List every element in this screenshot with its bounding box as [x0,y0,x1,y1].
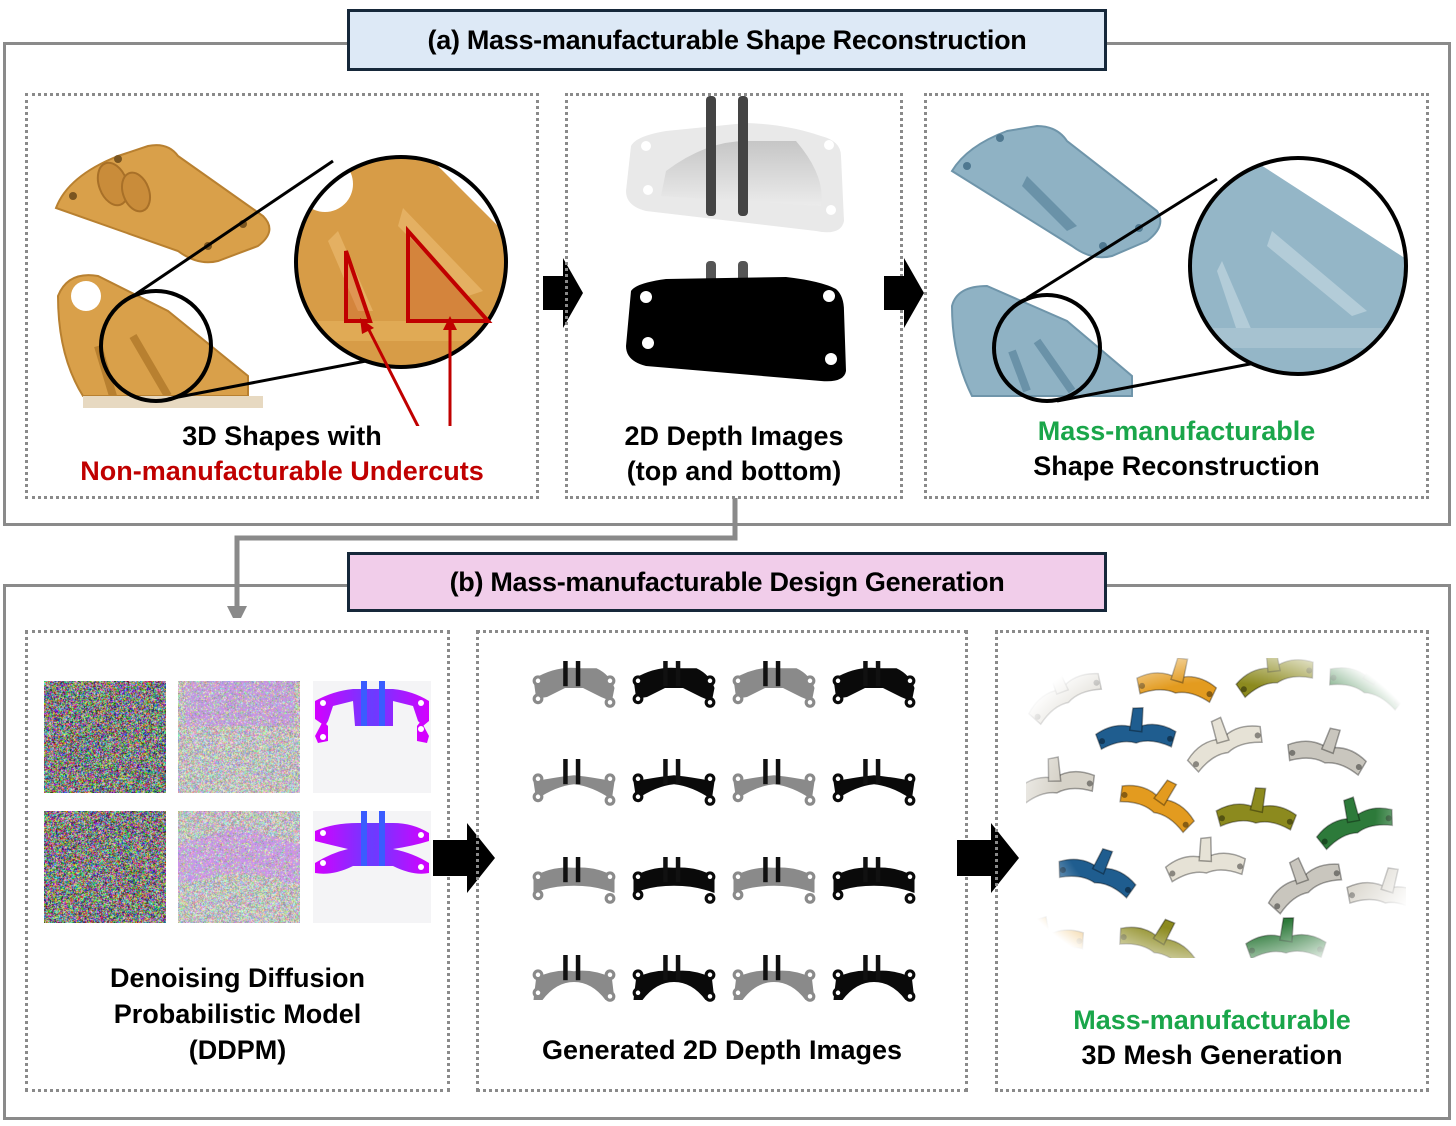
generated-depth-image [732,661,816,708]
panel-ddpm: Denoising Diffusion Probabilistic Model … [25,630,450,1092]
caption-line-1: 2D Depth Images [624,421,844,451]
section-a-title: (a) Mass-manufacturable Shape Reconstruc… [347,9,1107,71]
generated-depth-image [732,857,816,904]
generated-depth-grid [529,658,929,1028]
panel-reconstruction-caption: Mass-manufacturable Shape Reconstruction [927,414,1426,484]
panel-3d-shapes-caption: 3D Shapes with Non-manufacturable Underc… [28,419,536,489]
generated-depth-image [632,857,716,904]
panel-reconstruction: Mass-manufacturable Shape Reconstruction [924,93,1429,499]
generated-depth-image [532,759,616,806]
generated-depth-image [532,955,616,1002]
generated-depth-image [532,661,616,708]
generated-depth-image [532,857,616,904]
panel-3d-shapes: 3D Shapes with Non-manufacturable Underc… [25,93,539,499]
caption-line-2: Probabilistic Model [113,999,362,1029]
zoom-circle-large [1188,156,1408,376]
panel-depth-images-caption: 2D Depth Images (top and bottom) [568,419,900,489]
noise-image-4 [178,811,300,923]
connector-arrow-icon [227,498,738,618]
depth-image-bottom [626,261,846,382]
caption-line-1: Mass-manufacturable [1037,416,1316,446]
panel-generated-depth-images-caption: Generated 2D Depth Images [479,1033,965,1068]
arrow-right-icon [433,823,495,893]
section-b-title: (b) Mass-manufacturable Design Generatio… [347,552,1107,612]
zoom-circle-small [99,289,213,403]
noise-image-2 [178,681,300,793]
noise-image-3 [44,811,166,923]
zoom-circle-small [992,293,1102,403]
caption-line-1: Generated 2D Depth Images [541,1035,903,1065]
generated-depth-image [732,759,816,806]
undercut-shapes-illustration [54,144,508,426]
arrow-right-icon [543,258,583,328]
zoom-circle-large [294,155,508,369]
bracket-part-top [54,144,271,264]
caption-line-1: Denoising Diffusion [110,963,365,993]
reconstructed-shapes-illustration [950,124,1408,403]
panel-generated-depth-images: Generated 2D Depth Images [476,630,968,1092]
generated-depth-image [632,661,716,708]
caption-line-2: (top and bottom) [626,456,842,486]
denoised-image-2 [313,811,431,923]
arrow-right-icon [957,823,1019,893]
generated-depth-image [632,955,716,1002]
generated-depth-image [832,759,916,806]
denoised-image-1 [313,681,431,793]
panel-ddpm-caption: Denoising Diffusion Probabilistic Model … [28,960,447,1068]
panel-depth-images: 2D Depth Images (top and bottom) [565,93,903,499]
noise-image-1 [44,681,166,793]
caption-line-2: 3D Mesh Generation [1081,1040,1343,1070]
panel-3d-mesh-generation-caption: Mass-manufacturable 3D Mesh Generation [998,1003,1426,1073]
reconstructed-part-top [950,124,1162,259]
depth-image-top [626,96,844,233]
caption-line-1: Mass-manufacturable [1073,1005,1351,1035]
generated-depth-image [832,955,916,1002]
arrow-right-icon [884,258,924,328]
generated-depth-image [732,955,816,1002]
caption-line-1: 3D Shapes with [182,421,382,451]
caption-line-3: (DDPM) [188,1035,287,1065]
undercut-marker-1 [344,250,373,323]
generated-depth-image [832,857,916,904]
generated-depth-image [632,759,716,806]
generated-meshes-illustration [1026,658,1406,958]
caption-line-2: Non-manufacturable Undercuts [80,456,484,486]
reconstructed-part-bottom [950,284,1133,397]
generated-depth-image [832,661,916,708]
panel-3d-mesh-generation: Mass-manufacturable 3D Mesh Generation [995,630,1429,1092]
caption-line-2: Shape Reconstruction [1033,451,1320,481]
